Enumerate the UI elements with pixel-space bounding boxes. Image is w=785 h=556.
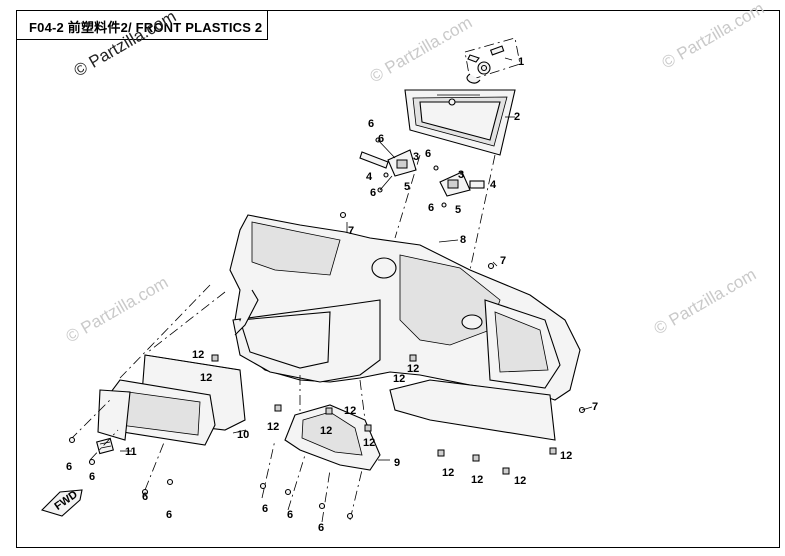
part-1-latch (464, 37, 521, 84)
part-8-front-cover (229, 214, 581, 441)
callout: 6 (166, 509, 172, 521)
title-block: F04-2 前塑料件2/ FRONT PLASTICS 2 (16, 10, 268, 40)
fasteners (68, 211, 586, 520)
callout: 4 (490, 179, 497, 191)
callout: 12 (363, 437, 375, 449)
callout: 12 (200, 372, 212, 384)
callout: 9 (394, 457, 400, 469)
hinge-right (433, 165, 485, 208)
callout: 1 (518, 56, 524, 68)
callout: 2 (514, 111, 520, 123)
callout: 6 (425, 148, 431, 160)
callout: 6 (89, 471, 95, 483)
callout: 5 (455, 204, 461, 216)
callout: 6 (142, 491, 148, 503)
callout: 3 (458, 169, 464, 181)
callout: 6 (66, 461, 72, 473)
drawing-frame (16, 10, 780, 548)
callout: 7 (348, 225, 354, 237)
diagram-title: F04-2 前塑料件2/ FRONT PLASTICS 2 (29, 20, 263, 35)
callout: 7 (592, 401, 598, 413)
callout: 12 (471, 474, 483, 486)
callout: 12 (320, 425, 332, 437)
callout: 12 (560, 450, 572, 462)
callout: 5 (404, 181, 410, 193)
callout: 6 (368, 118, 374, 130)
callout: 12 (442, 467, 454, 479)
callout-labels: 1 2 3 4 5 6 6 6 3 4 5 6 6 7 7 7 8 9 10 1… (66, 56, 598, 534)
hinge-left (359, 137, 417, 193)
callout: 6 (318, 522, 324, 534)
callout: 4 (366, 171, 373, 183)
callout: 12 (267, 421, 279, 433)
callout: 12 (192, 349, 204, 361)
callout: 12 (514, 475, 526, 487)
callout: 12 (393, 373, 405, 385)
part-2-lid (404, 89, 516, 156)
fwd-arrow: FWD (40, 489, 83, 517)
callout: 6 (262, 503, 268, 515)
callout: 6 (287, 509, 293, 521)
callout: 3 (413, 151, 419, 163)
callout: 8 (460, 234, 466, 246)
callout-leaders (120, 222, 593, 452)
part-9-center-cover (284, 404, 390, 471)
part-10-lower-panel (97, 354, 246, 446)
callout: 12 (344, 405, 356, 417)
callout: 7 (500, 255, 506, 267)
callout: 12 (407, 363, 419, 375)
part-11-clip (96, 437, 114, 455)
callout: 6 (428, 202, 434, 214)
callout: 10 (237, 429, 249, 441)
callout: 11 (125, 446, 137, 458)
callout: 6 (378, 133, 384, 145)
callout: 6 (370, 187, 376, 199)
